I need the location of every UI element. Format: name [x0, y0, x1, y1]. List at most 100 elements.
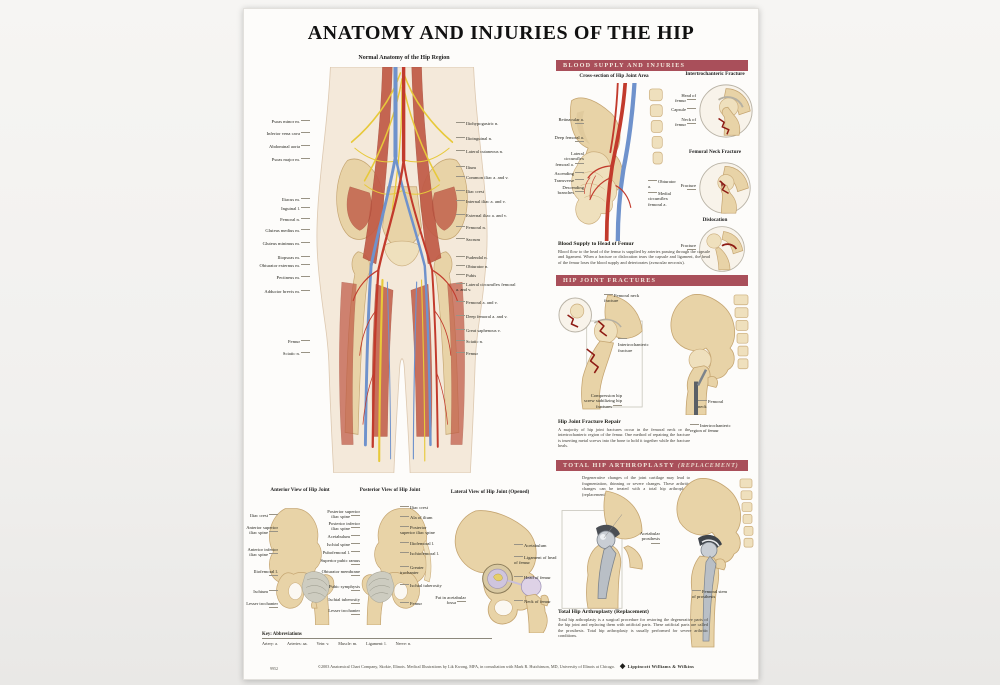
lateral-view-illustration: [454, 510, 549, 633]
anatomy-label: Abdominal aorta: [252, 144, 310, 149]
anatomy-label: Lateral circumflex femoral a. and v.: [456, 282, 518, 293]
fracture-repair-body: A majority of hip joint fractures occur …: [558, 426, 690, 449]
anatomy-label: Lesser trochanter: [246, 601, 278, 612]
anatomy-label: Femoral a. and v.: [456, 300, 518, 305]
anatomy-label: Posterior superior iliac spine: [400, 525, 442, 536]
anatomy-label: Femur: [252, 339, 310, 344]
copyright-credit: ©2003 Anatomical Chart Company, Skokie, …: [317, 664, 615, 669]
anatomy-label: Obturator membrane: [320, 569, 360, 580]
intertrochanteric-title: Intertrochanteric Fracture: [685, 71, 745, 77]
anatomy-label: Acetabular prosthesis: [632, 531, 660, 547]
lateral-view-title: Lateral View of Hip Joint (Opened): [450, 489, 530, 495]
anatomy-label: Anterior inferior iliac spine: [247, 547, 279, 558]
anatomy-label: Fracture: [674, 243, 696, 254]
anatomy-label: Ilium: [456, 165, 518, 170]
publisher-logo: ◆ Lippincott Williams & Wilkins: [620, 663, 694, 670]
anatomy-label: Capsule: [670, 107, 696, 112]
anatomy-label: Ilioinguinal n.: [456, 136, 518, 141]
anatomy-label: Gluteus medius m.: [252, 228, 310, 233]
anatomy-label: Adductor brevis m.: [252, 289, 310, 294]
main-figure: Psoas minor m. Inferior vena cava Abdomi…: [246, 65, 558, 479]
key-item: Arteries: aa.: [287, 640, 308, 646]
anatomy-label: Intertrochanteric fracture: [618, 337, 654, 353]
fractures-figure: Femoral neck fracture Intertrochanteric …: [556, 289, 756, 441]
anatomy-label: Iliohypogastric n.: [456, 121, 518, 126]
anatomy-label: Transverse: [554, 178, 584, 183]
main-anatomy-illustration: [316, 67, 488, 473]
anatomy-label: Psoas major m.: [252, 157, 310, 162]
blood-supply-body: Blood flow to the head of the femur is s…: [558, 248, 710, 265]
anatomy-label: Pudendal n.: [456, 255, 518, 260]
key-item: Nerve: n.: [395, 640, 412, 646]
anatomy-label: Ischial tuberosity: [400, 583, 442, 588]
anatomy-label: Inferior vena cava: [252, 131, 310, 136]
hip-joint-views: Anterior View of Hip Joint Posterior Vie…: [246, 487, 562, 649]
anatomy-label: Iliofemoral l.: [400, 541, 442, 546]
anatomy-label: Lateral circumflex femoral a.: [555, 151, 584, 167]
anatomy-label: Great saphenous v.: [456, 328, 518, 333]
anatomy-label: Ascending: [554, 171, 584, 176]
anatomy-label: Head of femur: [514, 575, 560, 580]
main-figure-title: Normal Anatomy of the Hip Region: [358, 55, 450, 61]
anatomy-label: Inguinal l.: [252, 206, 310, 211]
anatomy-label: Ischium: [246, 589, 278, 594]
anatomy-label: Medial circumflex femoral a.: [648, 191, 676, 207]
anatomy-label: Psoas minor m.: [252, 119, 310, 124]
arthroplasty-right-illustration: [676, 478, 754, 648]
dislocation-title: Dislocation: [702, 217, 728, 223]
key-items: Artery: a. Arteries: aa. Vein: v. Muscle…: [262, 638, 492, 646]
anatomy-label: Ala of ilium: [400, 515, 442, 520]
anatomy-label: Descending branches: [554, 185, 584, 196]
anatomy-label: Femur: [456, 351, 518, 356]
publisher-name: Lippincott Williams & Wilkins: [627, 664, 695, 669]
anatomy-label: Pubis: [456, 273, 518, 278]
anatomy-label: Iliofemoral l.: [246, 569, 278, 580]
poster-footer: ©2003 Anatomical Chart Company, Skokie, …: [284, 663, 728, 670]
anatomy-label: Pubic symphysis: [320, 584, 360, 595]
anatomy-label: Neck of femur: [670, 117, 696, 128]
fractures-right-illustration: [670, 294, 749, 415]
banner-text: HIP JOINT FRACTURES: [563, 277, 657, 284]
intertrochanteric-fracture-illustration: [699, 84, 753, 138]
anatomy-label: Deep femoral a.: [554, 135, 584, 146]
key-item: Muscle: m.: [338, 640, 358, 646]
anatomy-label: Iliac crest: [400, 505, 442, 510]
anatomy-label: Posterior inferior iliac spine: [320, 521, 360, 532]
anatomy-label: Greater trochanter: [400, 565, 442, 576]
banner-text: TOTAL HIP ARTHROPLASTY: [563, 462, 675, 469]
arthroplasty-heading: Total Hip Arthroplasty (Replacement): [558, 609, 649, 615]
anatomy-label: Sciatic n.: [456, 339, 518, 344]
anatomy-poster: ANATOMY AND INJURIES OF THE HIP Normal A…: [243, 8, 759, 680]
arthroplasty-text: Total Hip Arthroplasty (Replacement) Tot…: [558, 609, 708, 639]
arthroplasty-body: Total hip arthroplasty is a surgical pro…: [558, 616, 708, 639]
anatomy-label: Iliac crest: [246, 513, 278, 518]
anatomy-label: Femur: [400, 601, 442, 606]
poster-title: ANATOMY AND INJURIES OF THE HIP: [307, 22, 695, 44]
key-item: Vein: v.: [316, 640, 330, 646]
femoral-neck-fracture-illustration: [699, 162, 751, 214]
anatomy-label: Deep femoral a. and v.: [456, 314, 518, 319]
item-number: 9952: [270, 666, 278, 671]
anatomy-label: Ischiofemoral l.: [400, 551, 442, 556]
anatomy-label: Internal iliac a. and v.: [456, 199, 518, 204]
anatomy-label: Ischial spine: [320, 542, 360, 547]
anatomy-label: Femoral neck: [698, 399, 732, 410]
anatomy-label: Iliopsoas m.: [252, 255, 310, 260]
dislocation-illustration: [699, 226, 745, 272]
arthroplasty-intro: Degenerative changes of the joint cartil…: [582, 475, 690, 497]
blood-supply-text: Blood Supply to Head of Femur Blood flow…: [558, 241, 710, 265]
cross-section-title: Cross-section of Hip Joint Area: [579, 73, 649, 79]
abbreviation-key: Key: Abbreviations Artery: a. Arteries: …: [262, 632, 492, 646]
anatomy-label: Femoral n.: [252, 217, 310, 222]
anatomy-label: Femoral n.: [456, 225, 518, 230]
anatomy-label: Femoral stem of prosthesis: [692, 589, 728, 600]
anatomy-label: Fat in acetabular fossa: [432, 595, 466, 606]
anatomy-label: Lateral cutaneous n.: [456, 149, 518, 154]
anatomy-label: Iliac crest: [456, 189, 518, 194]
fracture-repair-heading: Hip Joint Fracture Repair: [558, 419, 621, 425]
anatomy-label: Acetabulum: [320, 534, 360, 539]
publisher-diamond-icon: ◆: [619, 662, 626, 670]
banner-text-italic: (REPLACEMENT): [677, 462, 739, 469]
blood-supply-heading: Blood Supply to Head of Femur: [558, 241, 634, 247]
